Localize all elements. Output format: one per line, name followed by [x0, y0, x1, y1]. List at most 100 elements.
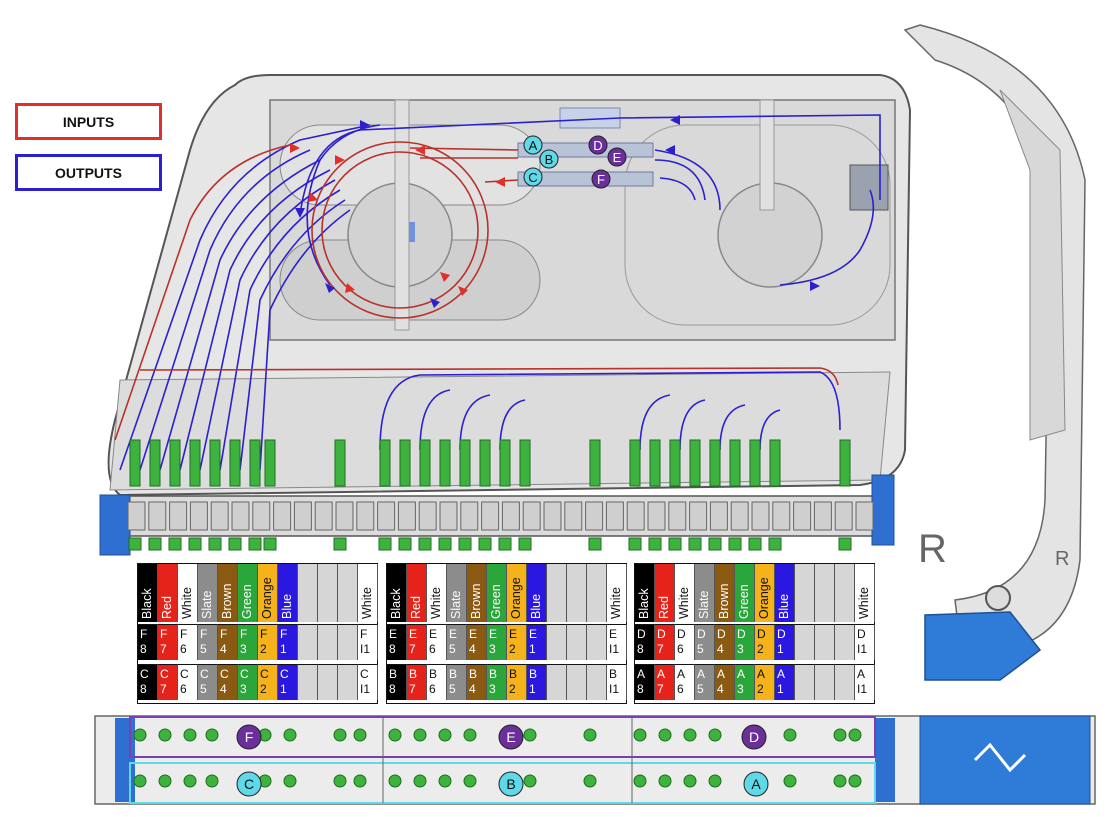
header-cell: [835, 564, 855, 622]
header-label: [340, 563, 355, 621]
table-cell-text: C: [260, 667, 269, 681]
table-cell-text: F: [220, 627, 228, 641]
header-label: Black: [140, 588, 154, 619]
green-connector: [149, 439, 161, 487]
table-cell-text: I1: [857, 682, 868, 696]
rail-slot: [564, 501, 583, 531]
table-cell: [547, 664, 567, 700]
table-cell-text: D: [657, 627, 666, 641]
green-connector-boot: [168, 537, 182, 551]
green-connector-boot: [398, 537, 412, 551]
table-cell-text: [340, 627, 357, 642]
table-cell-text: B: [409, 667, 418, 681]
header-label: Green: [737, 584, 751, 619]
table-cell-text: A: [777, 667, 786, 681]
green-connector: [669, 439, 681, 487]
table-cell: [815, 624, 835, 660]
screw-icon: [985, 585, 1011, 611]
table-cell-text: [549, 667, 566, 682]
table-cell-text: 7: [409, 642, 416, 656]
panel-port: [388, 774, 402, 788]
table-cell-text: 5: [697, 682, 704, 696]
output-arrows: [295, 115, 820, 308]
header-label: [817, 563, 832, 621]
header-label: Black: [637, 588, 651, 619]
rail-slot: [585, 501, 604, 531]
header-label: Green: [489, 584, 503, 619]
header-label: Red: [409, 596, 423, 619]
table-cell: [318, 624, 338, 660]
header-cell: [795, 564, 815, 622]
table-cell-text: 7: [160, 682, 167, 696]
rail-slot: [501, 501, 520, 531]
green-connector: [729, 439, 741, 487]
header-cell: [587, 564, 607, 622]
table-cell-text: B: [529, 667, 538, 681]
housing-r-mark-small: R: [1055, 548, 1069, 570]
header-cell: Orange: [507, 564, 527, 622]
header-cell: [338, 564, 358, 622]
table-cell-text: F: [140, 627, 148, 641]
table-cell-text: 3: [737, 642, 744, 656]
table-cell-text: 2: [260, 642, 267, 656]
table-cell: [835, 624, 855, 660]
rail-slot: [605, 501, 624, 531]
header-cell: Green: [487, 564, 507, 622]
table-cell-text: 7: [409, 682, 416, 696]
splitter-c-label: C: [523, 167, 543, 187]
table-cell-text: A: [657, 667, 666, 681]
header-cell: Orange: [755, 564, 775, 622]
table-cell-text: 4: [220, 642, 227, 656]
rail-slot: [647, 501, 666, 531]
header-cell: Slate: [447, 564, 467, 622]
table-cell-text: [340, 667, 357, 682]
panel-port: [388, 728, 402, 742]
header-label: Slate: [200, 590, 214, 620]
header-label: White: [609, 587, 623, 619]
panel-port: [205, 728, 219, 742]
header-cell: [298, 564, 318, 622]
table-cell-text: 8: [389, 682, 396, 696]
header-label: Blue: [280, 593, 294, 619]
green-connector: [169, 439, 181, 487]
green-connector-boot: [128, 537, 142, 551]
table-cell-text: [300, 627, 317, 642]
header-label: Blue: [529, 593, 543, 619]
header-label: Brown: [220, 583, 234, 619]
table-cell-text: D: [757, 627, 766, 641]
table-cell-text: 5: [200, 642, 207, 656]
table-cell-text: [589, 667, 606, 682]
green-connector-boot: [518, 537, 532, 551]
green-connector: [189, 439, 201, 487]
green-connector: [264, 439, 276, 487]
rail-slot: [189, 501, 208, 531]
table-cell-text: 3: [240, 642, 247, 656]
green-connector: [589, 439, 601, 487]
green-connector: [709, 439, 721, 487]
table-cell: [795, 624, 815, 660]
svg-text:C: C: [244, 776, 254, 792]
panel-port: [438, 728, 452, 742]
rail-slot: [418, 501, 437, 531]
header-cell: [567, 564, 587, 622]
panel-port: [633, 728, 647, 742]
table-cell-text: 4: [469, 682, 476, 696]
